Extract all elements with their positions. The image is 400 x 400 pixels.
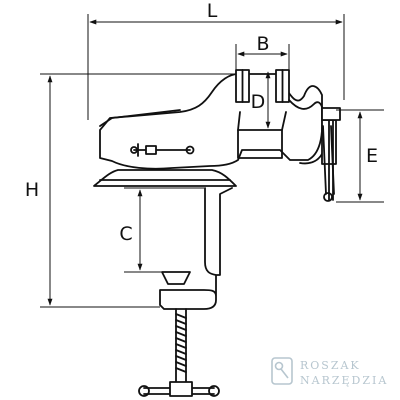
clamp-jaw (161, 271, 191, 285)
spindle-handle (322, 125, 335, 195)
lock-screw (133, 143, 191, 157)
label-C: C (119, 223, 132, 245)
watermark-line1: ROSZAK (300, 359, 361, 372)
dimension-lines (40, 14, 384, 308)
label-E: E (366, 145, 378, 167)
clamp-screw (175, 308, 187, 385)
vise-head-cap (99, 109, 181, 127)
vise-body (99, 73, 324, 170)
label-L: L (207, 0, 218, 22)
watermark: ROSZAK NARZĘDZIA (271, 357, 388, 387)
watermark-line2: NARZĘDZIA (300, 374, 388, 387)
moving-jaw (288, 99, 325, 165)
label-D: D (251, 91, 266, 113)
label-H: H (25, 179, 39, 201)
swivel-base (93, 169, 237, 187)
label-B: B (256, 33, 269, 55)
slide-block (237, 129, 283, 159)
vise-outline (93, 69, 341, 397)
wrench-tag-icon (271, 357, 293, 385)
c-clamp-frame (159, 187, 233, 310)
